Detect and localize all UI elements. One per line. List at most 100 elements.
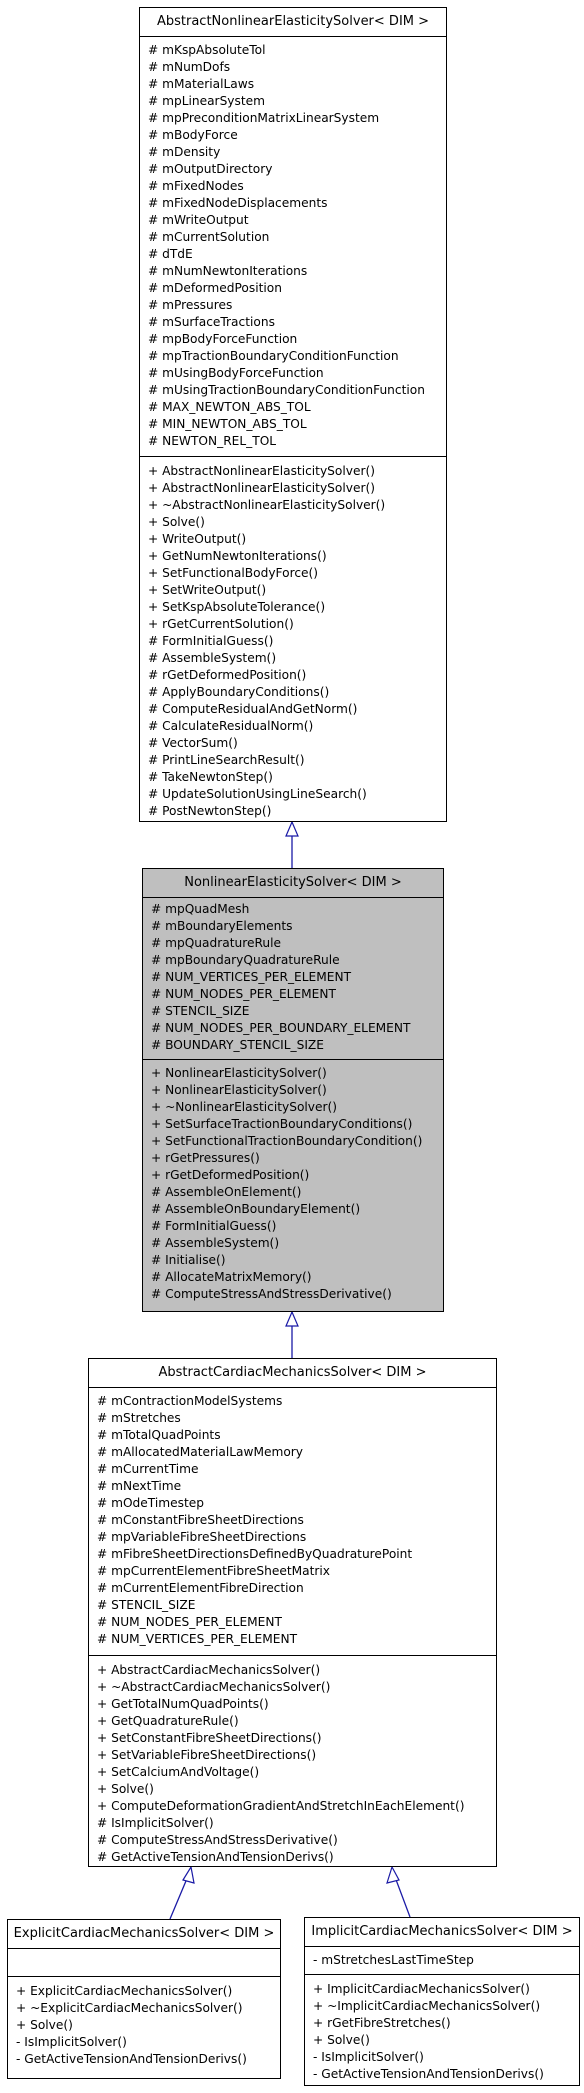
method-entry[interactable]: # GetActiveTensionAndTensionDerivs() <box>97 1850 334 1864</box>
method-entry[interactable]: # AssembleSystem() <box>151 1236 280 1250</box>
method-entry[interactable]: # AllocateMatrixMemory() <box>151 1270 312 1284</box>
attribute-entry[interactable]: # mStretches <box>97 1411 181 1425</box>
attribute-entry[interactable]: # mNextTime <box>97 1479 182 1493</box>
attribute-entry[interactable]: # mDensity <box>148 145 221 159</box>
attribute-entry[interactable]: # mSurfaceTractions <box>148 315 275 329</box>
attribute-entry[interactable]: # mpBoundaryQuadratureRule <box>151 953 340 967</box>
attribute-entry[interactable]: # mCurrentTime <box>97 1462 199 1476</box>
method-entry[interactable]: + Solve() <box>148 515 205 529</box>
method-entry[interactable]: + rGetFibreStretches() <box>313 2016 451 2030</box>
method-entry[interactable]: + SetConstantFibreSheetDirections() <box>97 1731 322 1745</box>
attribute-entry[interactable]: # mBoundaryElements <box>151 919 293 933</box>
attribute-entry[interactable]: # NUM_VERTICES_PER_ELEMENT <box>151 970 352 984</box>
method-entry[interactable]: # IsImplicitSolver() <box>97 1816 214 1830</box>
method-entry[interactable]: + NonlinearElasticitySolver() <box>151 1066 327 1080</box>
attribute-entry[interactable]: # mDeformedPosition <box>148 281 282 295</box>
method-entry[interactable]: + SetSurfaceTractionBoundaryConditions() <box>151 1117 413 1131</box>
class-implicit-cardiac-mechanics-solver[interactable]: ImplicitCardiacMechanicsSolver< DIM > - … <box>304 1917 580 2086</box>
method-entry[interactable]: + ComputeDeformationGradientAndStretchIn… <box>97 1799 465 1813</box>
attribute-entry[interactable]: # mNumNewtonIterations <box>148 264 308 278</box>
class-explicit-cardiac-mechanics-solver[interactable]: ExplicitCardiacMechanicsSolver< DIM > + … <box>7 1919 281 2079</box>
attribute-entry[interactable]: # mCurrentSolution <box>148 230 270 244</box>
attribute-entry[interactable]: # mOutputDirectory <box>148 162 273 176</box>
method-entry[interactable]: + AbstractNonlinearElasticitySolver() <box>148 464 375 478</box>
method-entry[interactable]: + GetQuadratureRule() <box>97 1714 239 1728</box>
attribute-entry[interactable]: # mpQuadratureRule <box>151 936 281 950</box>
attribute-entry[interactable]: # mBodyForce <box>148 128 238 142</box>
method-entry[interactable]: + ~ImplicitCardiacMechanicsSolver() <box>313 1999 541 2013</box>
attribute-entry[interactable]: # mpBodyForceFunction <box>148 332 298 346</box>
attribute-entry[interactable]: # mUsingTractionBoundaryConditionFunctio… <box>148 383 425 397</box>
method-entry[interactable]: # VectorSum() <box>148 736 238 750</box>
attribute-entry[interactable]: # mPressures <box>148 298 233 312</box>
method-entry[interactable]: # ComputeStressAndStressDerivative() <box>151 1287 392 1301</box>
method-entry[interactable]: - IsImplicitSolver() <box>16 2035 127 2049</box>
method-entry[interactable]: # rGetDeformedPosition() <box>148 668 307 682</box>
method-entry[interactable]: # ComputeResidualAndGetNorm() <box>148 702 358 716</box>
method-entry[interactable]: + ~ExplicitCardiacMechanicsSolver() <box>16 2001 243 2015</box>
method-entry[interactable]: # AssembleSystem() <box>148 651 277 665</box>
attribute-entry[interactable]: # STENCIL_SIZE <box>151 1004 250 1018</box>
attribute-entry[interactable]: # NEWTON_REL_TOL <box>148 434 277 448</box>
attribute-entry[interactable]: # mpPreconditionMatrixLinearSystem <box>148 111 380 125</box>
method-entry[interactable]: # FormInitialGuess() <box>151 1219 277 1233</box>
method-entry[interactable]: + ~AbstractCardiacMechanicsSolver() <box>97 1680 331 1694</box>
method-entry[interactable]: + rGetCurrentSolution() <box>148 617 294 631</box>
method-entry[interactable]: + ExplicitCardiacMechanicsSolver() <box>16 1984 233 1998</box>
method-entry[interactable]: + ImplicitCardiacMechanicsSolver() <box>313 1982 530 1996</box>
attribute-entry[interactable]: # mpTractionBoundaryConditionFunction <box>148 349 399 363</box>
method-entry[interactable]: # AssembleOnBoundaryElement() <box>151 1202 361 1216</box>
attribute-entry[interactable]: # mMaterialLaws <box>148 77 255 91</box>
method-entry[interactable]: # CalculateResidualNorm() <box>148 719 314 733</box>
method-entry[interactable]: + GetNumNewtonIterations() <box>148 549 327 563</box>
attribute-entry[interactable]: # mpCurrentElementFibreSheetMatrix <box>97 1564 331 1578</box>
attribute-entry[interactable]: # mWriteOutput <box>148 213 249 227</box>
method-entry[interactable]: # ApplyBoundaryConditions() <box>148 685 330 699</box>
method-entry[interactable]: + ~NonlinearElasticitySolver() <box>151 1100 338 1114</box>
attribute-entry[interactable]: # NUM_VERTICES_PER_ELEMENT <box>97 1632 298 1646</box>
class-abstract-nonlinear-elasticity-solver[interactable]: AbstractNonlinearElasticitySolver< DIM >… <box>139 7 447 822</box>
attribute-entry[interactable]: # mUsingBodyForceFunction <box>148 366 324 380</box>
attribute-entry[interactable]: # mTotalQuadPoints <box>97 1428 221 1442</box>
method-entry[interactable]: # FormInitialGuess() <box>148 634 274 648</box>
method-entry[interactable]: + NonlinearElasticitySolver() <box>151 1083 327 1097</box>
attribute-entry[interactable]: # mFixedNodeDisplacements <box>148 196 328 210</box>
method-entry[interactable]: # PrintLineSearchResult() <box>148 753 305 767</box>
attribute-entry[interactable]: # mpVariableFibreSheetDirections <box>97 1530 307 1544</box>
attribute-entry[interactable]: # NUM_NODES_PER_ELEMENT <box>151 987 336 1001</box>
attribute-entry[interactable]: # mConstantFibreSheetDirections <box>97 1513 304 1527</box>
method-entry[interactable]: - IsImplicitSolver() <box>313 2050 424 2064</box>
attribute-entry[interactable]: # BOUNDARY_STENCIL_SIZE <box>151 1038 324 1052</box>
attribute-entry[interactable]: # mAllocatedMaterialLawMemory <box>97 1445 304 1459</box>
method-entry[interactable]: + SetWriteOutput() <box>148 583 267 597</box>
attribute-entry[interactable]: # dTdE <box>148 247 193 261</box>
attribute-entry[interactable]: # mKspAbsoluteTol <box>148 43 266 57</box>
method-entry[interactable]: + SetFunctionalTractionBoundaryCondition… <box>151 1134 423 1148</box>
method-entry[interactable]: # AssembleOnElement() <box>151 1185 302 1199</box>
method-entry[interactable]: # Initialise() <box>151 1253 226 1267</box>
class-nonlinear-elasticity-solver[interactable]: NonlinearElasticitySolver< DIM > # mpQua… <box>142 868 444 1312</box>
method-entry[interactable]: - GetActiveTensionAndTensionDerivs() <box>16 2052 247 2066</box>
method-entry[interactable]: + Solve() <box>16 2018 73 2032</box>
method-entry[interactable]: + SetCalciumAndVoltage() <box>97 1765 260 1779</box>
attribute-entry[interactable]: # NUM_NODES_PER_ELEMENT <box>97 1615 282 1629</box>
attribute-entry[interactable]: - mStretchesLastTimeStep <box>313 1953 474 1967</box>
attribute-entry[interactable]: # MIN_NEWTON_ABS_TOL <box>148 417 307 431</box>
attribute-entry[interactable]: # mCurrentElementFibreDirection <box>97 1581 304 1595</box>
attribute-entry[interactable]: # mpLinearSystem <box>148 94 266 108</box>
attribute-entry[interactable]: # NUM_NODES_PER_BOUNDARY_ELEMENT <box>151 1021 411 1035</box>
method-entry[interactable]: + WriteOutput() <box>148 532 247 546</box>
attribute-entry[interactable]: # mpQuadMesh <box>151 902 250 916</box>
method-entry[interactable]: + Solve() <box>97 1782 154 1796</box>
attribute-entry[interactable]: # mContractionModelSystems <box>97 1394 283 1408</box>
class-abstract-cardiac-mechanics-solver[interactable]: AbstractCardiacMechanicsSolver< DIM > # … <box>88 1358 497 1867</box>
method-entry[interactable]: # TakeNewtonStep() <box>148 770 273 784</box>
attribute-entry[interactable]: # mFixedNodes <box>148 179 244 193</box>
attribute-entry[interactable]: # mOdeTimestep <box>97 1496 204 1510</box>
method-entry[interactable]: - GetActiveTensionAndTensionDerivs() <box>313 2067 544 2081</box>
attribute-entry[interactable]: # mNumDofs <box>148 60 231 74</box>
method-entry[interactable]: + rGetPressures() <box>151 1151 260 1165</box>
method-entry[interactable]: + SetFunctionalBodyForce() <box>148 566 319 580</box>
method-entry[interactable]: # PostNewtonStep() <box>148 804 272 818</box>
method-entry[interactable]: # UpdateSolutionUsingLineSearch() <box>148 787 367 801</box>
